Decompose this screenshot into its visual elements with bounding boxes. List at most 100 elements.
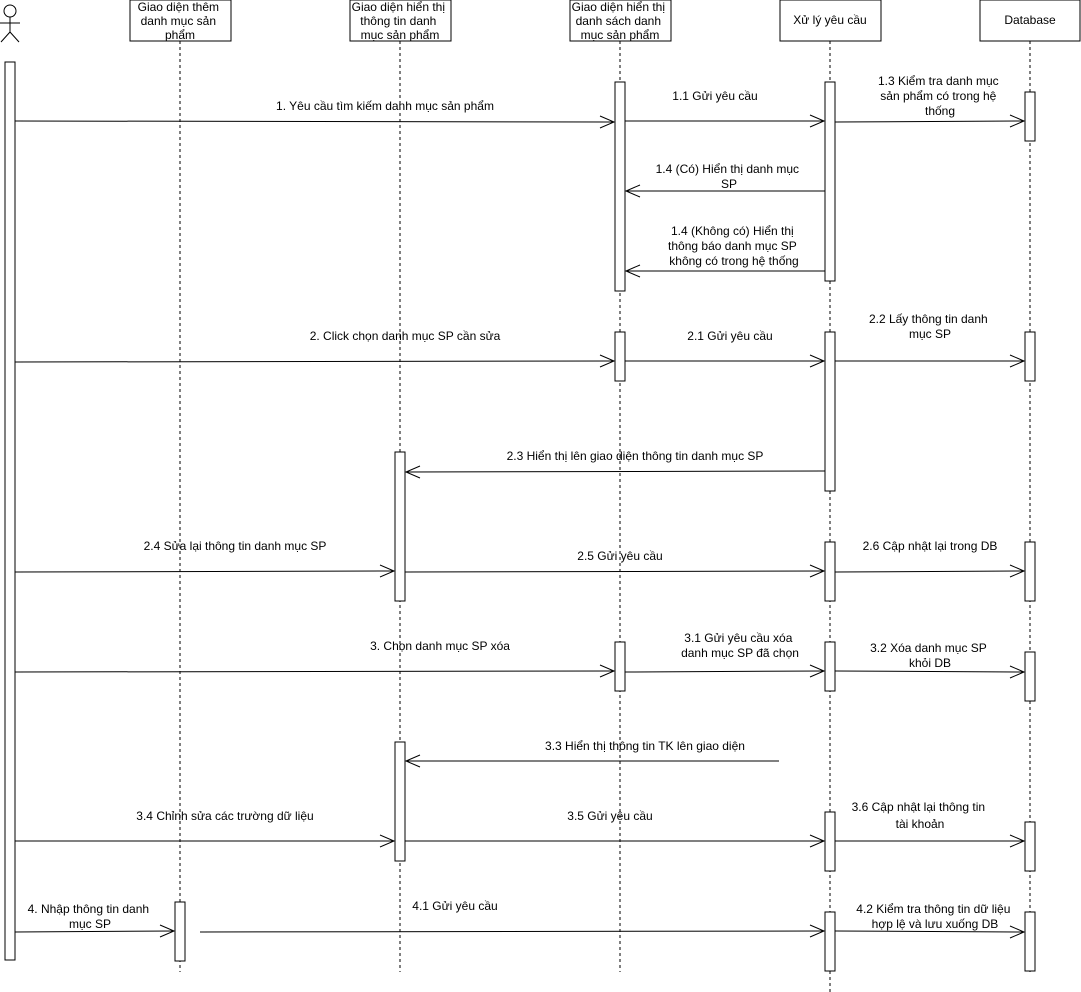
processor-activation — [824, 331, 836, 492]
arrow-m2-1 — [625, 354, 826, 368]
message-m4-1: 4.1 Gửi yêu cầu — [412, 899, 497, 913]
info-activation — [394, 451, 406, 602]
database-activation — [1024, 911, 1036, 972]
arrow-m2-6 — [834, 564, 1026, 578]
message-m3-3: 3.3 Hiển thị thông tin TK lên giao diện — [545, 739, 745, 753]
message-m3-1: 3.1 Gửi yêu cầu xóa danh mục SP đã chọn — [681, 631, 799, 660]
processor-activation — [824, 641, 836, 692]
arrow-m2-4 — [14, 564, 396, 578]
svg-text:2.6 Cập nhật lại trong DB: 2.6 Cập nhật lại trong DB — [863, 539, 998, 553]
message-m2-4: 2.4 Sửa lại thông tin danh mục SP — [144, 539, 327, 553]
svg-text:2.3 Hiển thị lên giao diện thô: 2.3 Hiển thị lên giao diện thông tin dan… — [507, 449, 764, 463]
message-m1-4-no: 1.4 (Không có) Hiển thị thông báo danh m… — [668, 224, 800, 268]
stick-figure-icon — [0, 4, 20, 43]
svg-text:Xử lý yêu cầu: Xử lý yêu cầu — [793, 13, 866, 27]
message-m3-6: 3.6 Cập nhật lại thông tin tài khoản — [852, 800, 985, 831]
svg-text:3.4 Chỉnh sửa các trường dữ li: 3.4 Chỉnh sửa các trường dữ liệu — [136, 809, 313, 823]
arrowhead — [1009, 834, 1026, 848]
arrow-m1-3 — [834, 114, 1026, 128]
list-activation — [614, 81, 626, 292]
svg-text:4.2 Kiểm tra thông tin dữ liệu: 4.2 Kiểm tra thông tin dữ liệu hợp lệ và… — [856, 902, 1013, 931]
arrow-m3-4 — [15, 834, 396, 848]
arrowhead — [809, 564, 826, 578]
message-m3: 3. Chọn danh mục SP xóa — [370, 639, 510, 653]
arrowhead — [404, 754, 421, 768]
arrowhead — [379, 834, 396, 848]
list-activation — [614, 331, 626, 382]
arrowhead — [809, 114, 826, 128]
message-m2-6: 2.6 Cập nhật lại trong DB — [863, 539, 998, 553]
database-activation — [1024, 651, 1036, 702]
message-m3-2: 3.2 Xóa danh mục SP khỏi DB — [870, 641, 990, 670]
arrow-m1-1 — [625, 114, 826, 128]
arrow-m1-4-yes — [624, 184, 825, 198]
message-m4: 4. Nhập thông tin danh mục SP — [28, 902, 153, 931]
arrow-m3-6 — [835, 834, 1026, 848]
arrowhead — [599, 354, 616, 368]
svg-text:1.3 Kiểm tra danh mục sả: 1.3 Kiểm tra danh mục sản phẩm có trong … — [878, 74, 1002, 118]
arrow-m2-5 — [404, 564, 826, 578]
database-activation — [1024, 541, 1036, 602]
message-m2-5: 2.5 Gửi yêu cầu — [577, 549, 662, 563]
message-m2: 2. Click chọn danh mục SP cần sửa — [310, 329, 501, 343]
svg-text:3. Chọn danh mục SP xóa: 3. Chọn danh mục SP xóa — [370, 639, 510, 653]
svg-text:4. Nhập thông tin danh m: 4. Nhập thông tin danh mục SP — [28, 902, 153, 931]
message-m3-5: 3.5 Gửi yêu cầu — [567, 809, 652, 823]
svg-text:2.5 Gửi yêu cầu: 2.5 Gửi yêu cầu — [577, 549, 662, 563]
svg-text:3.3 Hiển thị thông tin TK lên: 3.3 Hiển thị thông tin TK lên giao diện — [545, 739, 745, 753]
message-m2-1: 2.1 Gửi yêu cầu — [687, 329, 772, 343]
message-m4-2: 4.2 Kiểm tra thông tin dữ liệu hợp lệ và… — [856, 902, 1013, 931]
message-m1-1: 1.1 Gửi yêu cầu — [672, 89, 757, 103]
arrowhead — [599, 115, 616, 129]
arrow-m4-1 — [199, 924, 826, 938]
svg-text:1.1 Gửi yêu cầu: 1.1 Gửi yêu cầu — [672, 89, 757, 103]
svg-text:2.4 Sửa lại thông tin danh mục: 2.4 Sửa lại thông tin danh mục SP — [144, 539, 327, 553]
arrowhead — [809, 354, 826, 368]
participant-database: Database — [979, 0, 1081, 42]
arrow-m2-3 — [404, 465, 826, 479]
arrowhead — [1009, 925, 1026, 939]
svg-text:2.1 Gửi yêu cầu: 2.1 Gửi yêu cầu — [687, 329, 772, 343]
arrowhead — [1009, 354, 1026, 368]
svg-text:3.2 Xóa danh mục SP khỏi: 3.2 Xóa danh mục SP khỏi DB — [870, 641, 990, 670]
arrow-m4-2 — [834, 925, 1026, 939]
arrow-m3-3 — [404, 754, 779, 768]
processor-activation — [824, 81, 836, 282]
processor-activation — [824, 541, 836, 602]
arrow-m3-1 — [624, 664, 826, 678]
list-activation — [614, 641, 626, 692]
info-activation — [394, 741, 406, 862]
database-activation — [1024, 821, 1036, 872]
svg-text:1. Yêu cầu tìm kiếm danh mục s: 1. Yêu cầu tìm kiếm danh mục sản phẩm — [276, 99, 494, 113]
arrowhead — [809, 924, 826, 938]
arrowhead — [599, 664, 616, 678]
arrowhead — [1009, 564, 1026, 578]
svg-text:1.4 (Có) Hiển thị danh mục: 1.4 (Có) Hiển thị danh mục SP — [656, 162, 803, 191]
arrow-m3 — [14, 664, 616, 678]
message-m1-3: 1.3 Kiểm tra danh mục sản phẩm có trong … — [878, 74, 1002, 118]
svg-text:Giao diện hiển thị thông: Giao diện hiển thị thông tin danh mục sả… — [352, 0, 449, 42]
processor-activation — [824, 911, 836, 972]
svg-text:Giao diện hiển thị danh: Giao diện hiển thị danh sách danh mục sả… — [572, 0, 669, 42]
participant-processor: Xử lý yêu cầu — [779, 0, 882, 42]
svg-text:Database: Database — [1004, 13, 1056, 27]
arrow-m3-2 — [834, 665, 1026, 679]
arrowhead — [404, 465, 421, 479]
processor-activation — [824, 811, 836, 872]
message-m1: 1. Yêu cầu tìm kiếm danh mục sản phẩm — [276, 99, 494, 113]
svg-text:Giao diện thêm danh mục: Giao diện thêm danh mục sản phẩm — [138, 0, 223, 42]
svg-text:3.1 Gửi yêu cầu xóa danh: 3.1 Gửi yêu cầu xóa danh mục SP đã chọn — [681, 631, 799, 660]
participant-info: Giao diện hiển thị thông tin danh mục sả… — [349, 0, 452, 42]
arrowhead — [379, 564, 396, 578]
arrowhead — [159, 924, 176, 938]
arrowhead — [624, 184, 641, 198]
arrow-m3-5 — [405, 834, 826, 848]
svg-text:4.1 Gửi yêu cầu: 4.1 Gửi yêu cầu — [412, 899, 497, 913]
arrow-m1 — [14, 115, 616, 129]
svg-text:1.4 (Không có) Hiển thị: 1.4 (Không có) Hiển thị thông báo danh m… — [668, 224, 800, 268]
message-m1-4-yes: 1.4 (Có) Hiển thị danh mục SP — [656, 162, 803, 191]
message-m3-4: 3.4 Chỉnh sửa các trường dữ liệu — [136, 809, 313, 823]
arrow-m4 — [14, 924, 176, 938]
svg-text:2. Click chọn danh mục SP cần: 2. Click chọn danh mục SP cần sửa — [310, 329, 501, 343]
